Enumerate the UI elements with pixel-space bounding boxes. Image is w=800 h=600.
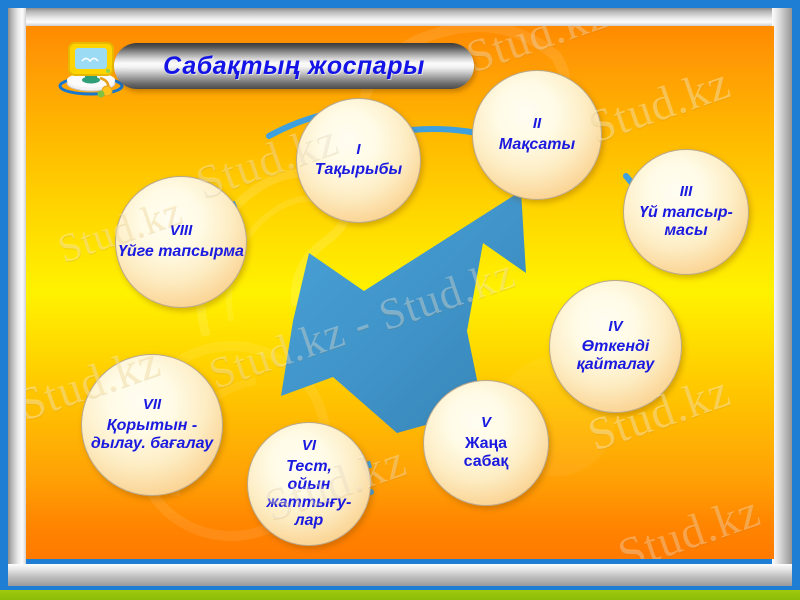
bevel-left — [8, 8, 26, 586]
banner-metal — [114, 43, 474, 89]
node-roman-3: III — [679, 183, 693, 201]
node-roman-4: IV — [608, 317, 623, 335]
node-label-1: Тақырыбы — [314, 161, 403, 179]
node-label-3: Үй тапсыр- масы — [639, 203, 733, 239]
node-roman-2: II — [532, 115, 542, 133]
node-roman-5: V — [480, 414, 491, 432]
node-roman-7: VII — [142, 396, 162, 414]
node-roman-1: I — [356, 140, 361, 158]
node-label-6: Тест, ойын жаттығу- лар — [266, 458, 352, 529]
node-label-5: Жаңа сабақ — [463, 434, 509, 470]
node-label-4: Өткенді қайталау — [576, 338, 655, 374]
cycle-node-6[interactable]: VI Тест, ойын жаттығу- лар — [247, 422, 371, 546]
cycle-node-5[interactable]: V Жаңа сабақ — [423, 380, 549, 506]
cycle-node-8[interactable]: VIII Үйге тапсырма — [115, 176, 247, 308]
node-label-7: Қорытын - дылау. бағалау — [90, 416, 214, 452]
cycle-node-7[interactable]: VII Қорытын - дылау. бағалау — [81, 354, 223, 496]
center-arrow-icon — [281, 191, 526, 433]
bevel-top — [8, 8, 792, 26]
node-label-8: Үйге тапсырма — [118, 242, 244, 260]
page-title: Сабақтың жоспары — [163, 51, 425, 80]
cycle-node-1[interactable]: I Тақырыбы — [296, 98, 421, 223]
title-banner: Сабақтың жоспары — [114, 43, 488, 89]
node-roman-6: VI — [301, 437, 317, 455]
cycle-node-4[interactable]: IV Өткенді қайталау — [549, 280, 682, 413]
bevel-bottom — [8, 564, 792, 586]
slide-canvas: I Тақырыбы II Мақсаты III Үй тапсыр- мас… — [26, 26, 774, 559]
bevel-right — [772, 8, 792, 586]
node-roman-8: VIII — [169, 222, 193, 240]
bottom-green-strip — [0, 590, 800, 600]
cycle-node-3[interactable]: III Үй тапсыр- масы — [623, 149, 749, 275]
cycle-node-2[interactable]: II Мақсаты — [472, 70, 602, 200]
computer-monitor-icon — [58, 42, 124, 98]
node-label-2: Мақсаты — [498, 135, 576, 153]
